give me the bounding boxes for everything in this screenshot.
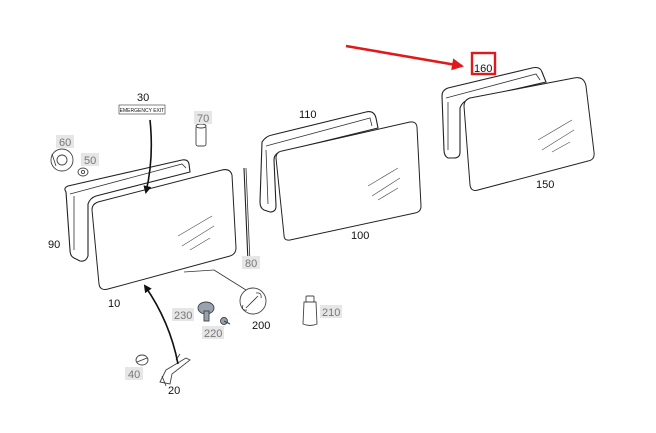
glass-shine-150 [537, 119, 575, 153]
callout-70-bg [194, 111, 212, 124]
callout-40[interactable]: 40 [128, 369, 140, 381]
callout-10[interactable]: 10 [108, 298, 120, 310]
divider-strip-80-edge [245, 167, 251, 263]
part-20-bracket[interactable] [159, 353, 191, 387]
callout-60[interactable]: 60 [59, 137, 71, 149]
window-seal-110-inner [265, 117, 373, 205]
part-230-rivet[interactable] [197, 301, 215, 322]
callout-220[interactable]: 220 [204, 328, 222, 340]
callout-210[interactable]: 210 [322, 307, 340, 319]
callout-220-bg [202, 326, 224, 339]
callout-110[interactable]: 110 [299, 109, 317, 121]
window-seal-90-inner [69, 163, 187, 250]
callout-150[interactable]: 150 [536, 179, 554, 191]
callout-160[interactable]: 160 [474, 63, 492, 75]
callout-90[interactable]: 90 [48, 239, 60, 251]
callout-50[interactable]: 50 [84, 155, 96, 167]
part-50-washer[interactable] [77, 167, 89, 177]
highlight-arrow [345, 44, 464, 71]
callout-40-bg [125, 367, 143, 380]
callout-70[interactable]: 70 [197, 113, 209, 125]
callout-20[interactable]: 20 [168, 385, 180, 397]
callout-60-bg [56, 135, 74, 148]
arrow-sign-to-glass [143, 119, 153, 194]
callout-230-bg [172, 308, 194, 321]
glass-shine-10 [177, 215, 215, 251]
window-glass-100[interactable] [275, 121, 422, 241]
leader-200 [213, 269, 247, 291]
window-glass-10[interactable] [91, 169, 237, 290]
callout-30[interactable]: 30 [137, 92, 149, 104]
arrow-bracket-to-glass [143, 284, 179, 365]
callout-100[interactable]: 100 [351, 230, 369, 242]
window-seal-90[interactable] [64, 159, 191, 262]
emergency-exit-sign-text: EMERGENCY EXIT [120, 108, 165, 114]
callout-80[interactable]: 80 [245, 258, 257, 270]
callout-210-bg [320, 305, 342, 318]
callout-labels: 30 70 60 50 90 10 80 110 100 160 150 230… [48, 63, 554, 397]
glass-shine-100 [367, 167, 401, 201]
part-200-tool-icon[interactable] [239, 287, 267, 315]
callout-50-bg [81, 153, 99, 166]
part-220-screw[interactable] [220, 317, 231, 325]
window-seal-110[interactable] [259, 111, 379, 213]
part-210-bottle[interactable] [302, 295, 318, 326]
part-60-knob[interactable] [50, 148, 74, 172]
leader-10 [183, 269, 215, 273]
part-70-pin[interactable] [195, 123, 207, 147]
callout-80-bg [242, 256, 260, 269]
callout-230[interactable]: 230 [174, 310, 192, 322]
window-glass-150[interactable] [463, 77, 595, 191]
highlight-box-160 [470, 51, 497, 76]
window-seal-160[interactable] [441, 66, 547, 159]
emergency-exit-sign-30[interactable]: EMERGENCY EXIT [118, 104, 166, 115]
divider-strip-80[interactable] [243, 167, 249, 263]
window-seal-160-inner [445, 73, 541, 150]
callout-200[interactable]: 200 [252, 320, 270, 332]
part-40-clip[interactable] [135, 354, 149, 366]
